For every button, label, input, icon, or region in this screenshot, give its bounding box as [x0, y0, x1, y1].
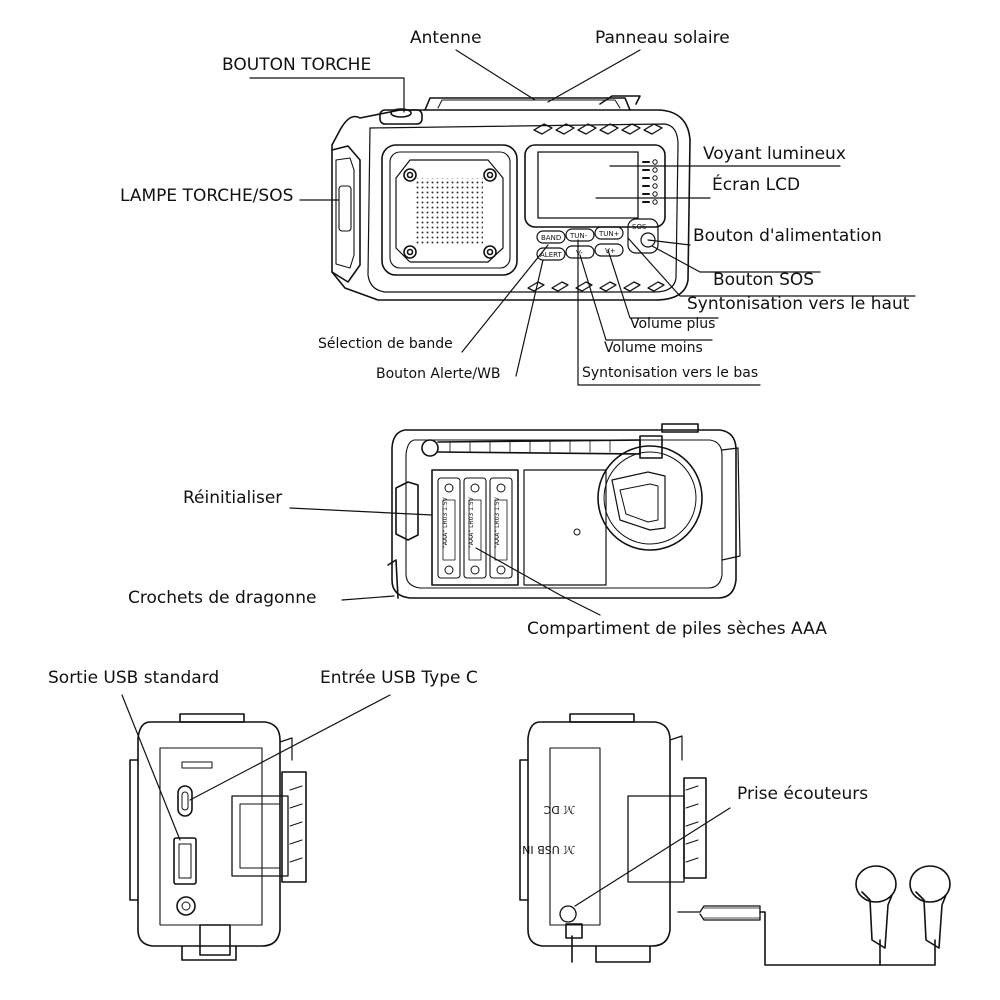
- label-bouton-alerte: Bouton Alerte/WB: [376, 366, 501, 382]
- v-plus-text: V+: [605, 247, 616, 255]
- torch-button: [379, 108, 423, 125]
- label-volume-moins: Volume moins: [604, 340, 703, 356]
- label-bouton-torche: BOUTON TORCHE: [222, 55, 372, 75]
- v-minus-text: V-: [576, 249, 583, 257]
- tun-plus-text: TUN+: [598, 230, 620, 238]
- speaker: [381, 144, 518, 276]
- hand-crank: [597, 445, 703, 551]
- label-ecran-lcd: Écran LCD: [712, 175, 801, 195]
- label-syntonisation-haut: Syntonisation vers le haut: [687, 294, 910, 314]
- side-view-usb: [129, 713, 307, 961]
- bottom-ridges: [527, 281, 665, 292]
- top-ridges: [533, 123, 663, 135]
- back-view: [387, 423, 741, 599]
- label-selection-bande: Sélection de bande: [318, 336, 453, 352]
- label-compartiment-piles: Compartiment de piles sèches AAA: [527, 619, 827, 639]
- label-prise-ecouteurs: Prise écouteurs: [737, 784, 869, 804]
- label-lampe-torche-sos: LAMPE TORCHE/SOS: [120, 186, 294, 206]
- battery-1-text: "AAA" LR03 1.5V: [442, 496, 449, 548]
- tun-minus-text: TUN-: [569, 232, 588, 240]
- label-bouton-sos: Bouton SOS: [713, 270, 815, 290]
- label-bouton-alimentation: Bouton d'alimentation: [693, 226, 882, 246]
- label-crochets-dragonne: Crochets de dragonne: [128, 588, 317, 608]
- label-volume-plus: Volume plus: [630, 316, 716, 332]
- flashlight: [331, 145, 361, 283]
- battery-2-text: "AAA" LR03 1.5V: [468, 496, 475, 548]
- svg-text:ℳ USB IN: ℳ USB IN: [522, 843, 575, 856]
- battery-compartment: [431, 469, 519, 586]
- leader-lines: [121, 49, 916, 907]
- alert-button-text: ALERT: [540, 251, 562, 259]
- front-buttons: [536, 218, 659, 261]
- label-syntonisation-bas: Syntonisation vers le bas: [582, 365, 759, 381]
- side-view-headphone: ℳ DC ℳ USB IN: [519, 713, 707, 963]
- label-panneau-solaire: Panneau solaire: [595, 28, 730, 48]
- label-voyant-lumineux: Voyant lumineux: [703, 144, 846, 164]
- sos-button-text: SOS: [632, 223, 647, 231]
- battery-3-text: "AAA" LR03 1.5V: [494, 496, 501, 548]
- label-reinitialiser: Réinitialiser: [183, 488, 283, 508]
- band-button-text: BAND: [541, 234, 561, 242]
- label-entree-usb-c: Entrée USB Type C: [320, 668, 478, 688]
- earphones: [677, 865, 951, 966]
- front-view: BAND TUN- TUN+ ALERT V- V+ SOS: [331, 95, 691, 301]
- label-antenne: Antenne: [410, 28, 482, 48]
- lcd-screen: [524, 144, 666, 228]
- label-sortie-usb: Sortie USB standard: [48, 668, 220, 688]
- svg-text:ℳ DC: ℳ DC: [543, 803, 575, 816]
